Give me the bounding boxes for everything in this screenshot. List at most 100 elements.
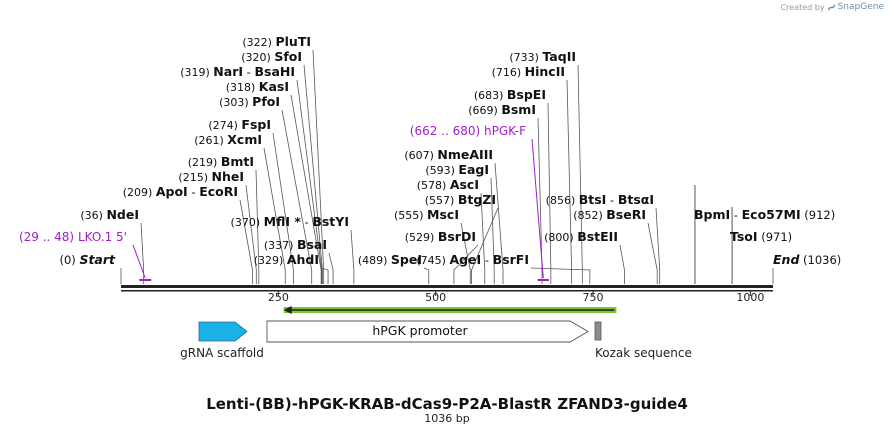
- site-label: (322) PluTI: [242, 34, 311, 49]
- site-label: (274) FspI: [208, 117, 271, 132]
- site-label: (555) MscI: [394, 207, 459, 222]
- site-label: (669) BsmI: [468, 102, 536, 117]
- site-label: (329) AhdI: [254, 252, 319, 267]
- site-label: (578) AscI: [417, 177, 479, 192]
- site-label: BpmI - Eco57MI (912): [694, 207, 835, 222]
- site-position: (529): [405, 231, 438, 244]
- site-line: [328, 252, 334, 284]
- site-position: (578): [417, 179, 450, 192]
- snapgene-credit: Created by SnapGene: [781, 2, 884, 12]
- site-line: [655, 207, 661, 284]
- site-enzyme-name: XcmI: [227, 132, 262, 147]
- primer-range: (662 .. 680): [410, 124, 484, 138]
- site-enzyme-name: FspI: [241, 117, 271, 132]
- site-enzyme-name: EagI: [458, 162, 489, 177]
- site-position: (320): [241, 51, 274, 64]
- primer-name: hPGK-F: [484, 124, 526, 138]
- site-label: (370) MflI * - BstYI: [231, 214, 349, 229]
- site-line: [263, 147, 286, 284]
- site-labels: (36) NdeI(209) ApoI - EcoRI(215) NheI(21…: [19, 34, 841, 267]
- site-position: (219): [188, 156, 221, 169]
- site-enzyme-name: BstEII: [577, 229, 618, 244]
- site-position: (274): [208, 119, 241, 132]
- site-position: (555): [394, 209, 427, 222]
- end-position: (1036): [799, 253, 841, 267]
- site-position: (319): [180, 66, 213, 79]
- grna-scaffold-arrow: [198, 321, 248, 342]
- site-position: (322): [242, 36, 275, 49]
- site-enzyme-name: NdeI: [106, 207, 139, 222]
- ruler-label: 250: [268, 291, 289, 304]
- ruler-label: 750: [583, 291, 604, 304]
- site-line: [453, 244, 479, 284]
- site-position: (971): [758, 230, 793, 244]
- site-line: [350, 229, 355, 284]
- site-enzyme-name: KasI: [259, 79, 289, 94]
- primer-name: LKO.1 5': [78, 230, 127, 244]
- feature-label: Kozak sequence: [595, 346, 692, 360]
- sequence-backbone: [121, 285, 773, 292]
- site-position: (912): [801, 208, 836, 222]
- site-label: (36) NdeI: [80, 207, 139, 222]
- green-arrow-head: [283, 306, 292, 314]
- site-line: [423, 267, 430, 284]
- site-line: [140, 222, 145, 284]
- site-position: (215): [178, 171, 211, 184]
- primer-line: [132, 244, 146, 279]
- site-line: [647, 222, 658, 284]
- site-lines: [120, 49, 774, 284]
- site-enzyme-name: TaqII: [542, 49, 576, 64]
- site-enzyme-name: AgeI: [449, 252, 481, 267]
- site-label: (856) BtsI - BtsαI: [546, 192, 654, 207]
- site-line: [566, 79, 573, 284]
- site-enzyme-name: BspEI: [507, 87, 546, 102]
- site-label: (219) BmtI: [188, 154, 254, 169]
- credit-prefix: Created by: [780, 2, 825, 12]
- site-position: (733): [509, 51, 542, 64]
- primer-label: (29 .. 48) LKO.1 5': [19, 230, 127, 244]
- primer-bar: [139, 279, 152, 281]
- site-label: (745) AgeI - BsrFI: [416, 252, 529, 267]
- site-line: [245, 184, 257, 284]
- site-position: (329): [254, 254, 287, 267]
- site-label: (261) XcmI: [194, 132, 262, 147]
- site-line: [460, 222, 471, 284]
- site-position: (800): [544, 231, 577, 244]
- site-enzyme-name: BmtI: [221, 154, 254, 169]
- site-line: [480, 192, 486, 284]
- site-label: (303) PfoI: [219, 94, 280, 109]
- site-enzyme-name: BseRI: [606, 207, 646, 222]
- site-enzyme-name: BsrDI: [438, 229, 476, 244]
- site-enzyme-name: BpmI: [694, 207, 730, 222]
- end-name: Start: [79, 252, 116, 267]
- site-position: (303): [219, 96, 252, 109]
- end-name: End: [773, 252, 800, 267]
- primer-bar: [537, 279, 549, 281]
- site-line: [255, 169, 260, 284]
- site-enzyme-name: NmeAIII: [437, 147, 493, 162]
- site-position: (370): [231, 216, 264, 229]
- site-position: (489): [358, 254, 391, 267]
- site-enzyme-name: TsoI: [730, 229, 758, 244]
- snapgene-logo-icon: [827, 4, 835, 10]
- site-line: [577, 64, 583, 284]
- site-line: [530, 267, 591, 284]
- site-position: (557): [425, 194, 458, 207]
- primer-line: [531, 138, 544, 279]
- primer-range: (29 .. 48): [19, 230, 78, 244]
- site-position: (36): [80, 209, 106, 222]
- site-position: (852): [573, 209, 606, 222]
- site-enzyme-name: PluTI: [275, 34, 311, 49]
- site-enzyme-name: NarI: [213, 64, 243, 79]
- site-label: (607) NmeAIII: [404, 147, 493, 162]
- site-enzyme-name: BstYI: [312, 214, 349, 229]
- site-enzyme-name: BsaI: [297, 237, 327, 252]
- site-line: [494, 162, 504, 284]
- feature-label: hPGK promoter: [372, 323, 468, 338]
- end-label: (0) Start: [59, 252, 116, 267]
- end-label: End (1036): [773, 252, 841, 267]
- site-enzyme-name: BsmI: [501, 102, 536, 117]
- hpgk-promoter-arrow: [266, 320, 589, 343]
- site-enzyme-name: AhdI: [287, 252, 319, 267]
